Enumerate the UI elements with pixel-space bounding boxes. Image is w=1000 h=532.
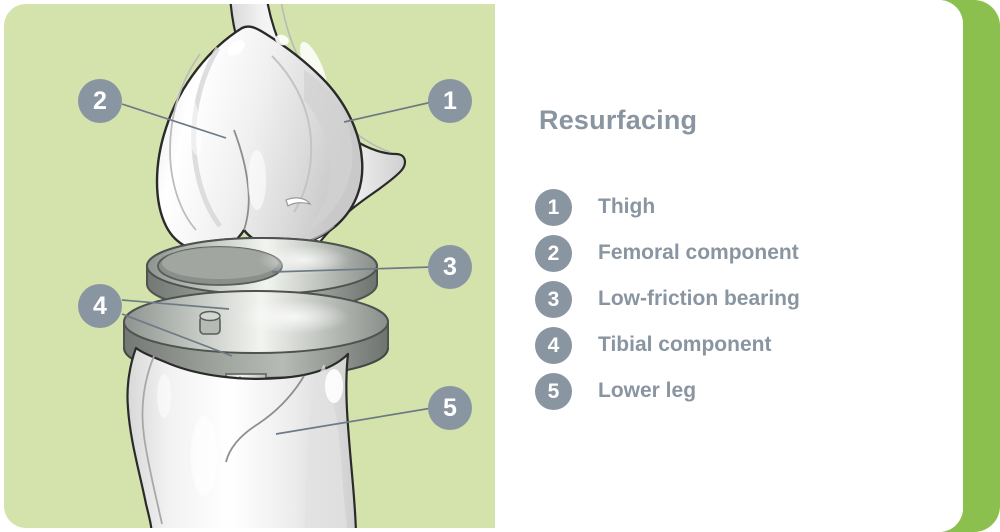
leader-line-3	[271, 266, 433, 273]
bearing-disc-group	[146, 236, 378, 314]
callout-badge-3[interactable]: 3	[428, 245, 472, 289]
tibia-lower-leg-group	[126, 346, 357, 528]
legend-item-low-friction-bearing[interactable]: 3 Low-friction bearing	[535, 276, 935, 322]
leader-line-2	[121, 103, 227, 139]
legend-badge-4: 4	[535, 326, 572, 364]
legend-label-1: Thigh	[598, 195, 656, 218]
legend-badge-3: 3	[535, 280, 572, 318]
leader-line-4b	[121, 313, 233, 357]
callout-leader-lines	[121, 101, 433, 435]
leader-line-1	[343, 101, 433, 123]
legend-label-4: Tibial component	[598, 333, 772, 356]
legend-list: 1 Thigh 2 Femoral component 3 Low-fricti…	[535, 184, 935, 414]
legend-badge-2: 2	[535, 234, 572, 272]
legend-badge-5: 5	[535, 372, 572, 410]
info-panel: Resurfacing 1 Thigh 2 Femoral component …	[495, 0, 963, 532]
legend-item-lower-leg[interactable]: 5 Lower leg	[535, 368, 935, 414]
femoral-component-group	[155, 25, 364, 253]
legend-item-tibial-component[interactable]: 4 Tibial component	[535, 322, 935, 368]
diagram-panel: 2 1 3 4 5	[4, 4, 495, 528]
leader-line-5	[275, 407, 433, 435]
callout-badge-1[interactable]: 1	[428, 79, 472, 123]
legend-label-3: Low-friction bearing	[598, 287, 800, 310]
callout-badge-4[interactable]: 4	[78, 284, 122, 328]
callout-badge-5[interactable]: 5	[428, 386, 472, 430]
legend-label-5: Lower leg	[598, 379, 697, 402]
callout-badge-2[interactable]: 2	[78, 79, 122, 123]
legend-badge-1: 1	[535, 188, 572, 226]
legend-item-femoral-component[interactable]: 2 Femoral component	[535, 230, 935, 276]
white-card: 2 1 3 4 5 Resurfacing 1 Thigh 2 Femoral …	[0, 0, 963, 532]
legend-label-2: Femoral component	[598, 241, 799, 264]
leader-line-4a	[121, 299, 230, 310]
page-title: Resurfacing	[539, 105, 698, 135]
knee-implant-illustration	[121, 4, 433, 528]
legend-item-thigh[interactable]: 1 Thigh	[535, 184, 935, 230]
